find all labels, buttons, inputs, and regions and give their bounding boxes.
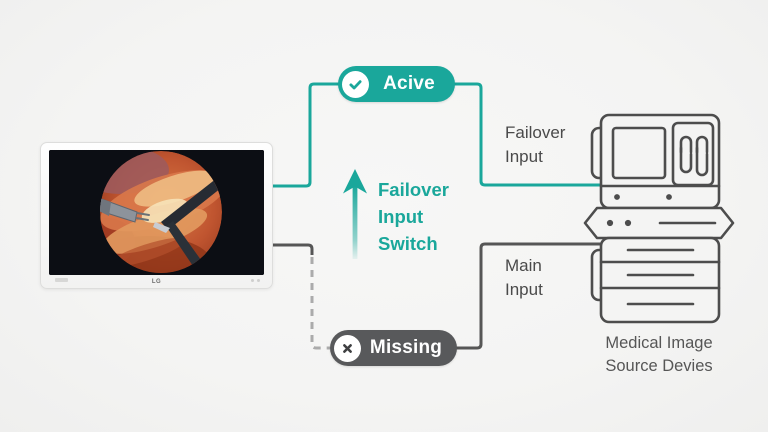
dark-connector-missing-to-device xyxy=(455,242,601,350)
monitor-control-buttons xyxy=(251,279,260,282)
missing-status-badge: Missing xyxy=(330,330,457,366)
grasper-instrument xyxy=(100,197,150,223)
teal-connector-monitor-to-active xyxy=(273,82,340,188)
bezel-label-mark xyxy=(55,278,68,282)
main-input-label: Main Input xyxy=(505,256,543,299)
teal-connector-active-to-device xyxy=(453,82,601,187)
dashed-connector-to-missing xyxy=(310,257,330,350)
monitor-screen xyxy=(49,150,264,275)
check-icon xyxy=(342,70,369,98)
x-icon xyxy=(334,334,361,362)
failover-input-label: Failover Input xyxy=(505,123,566,166)
monitor-brand-logo: LG xyxy=(151,279,162,285)
surgical-monitor: LG xyxy=(40,142,273,289)
dark-connector-monitor-stub xyxy=(273,243,314,255)
laparoscopic-image xyxy=(49,150,264,275)
active-status-badge: Acive xyxy=(338,66,455,102)
active-badge-label: Acive xyxy=(383,72,435,94)
failover-switch-label: Failover Input Switch xyxy=(378,179,449,254)
up-arrow-icon xyxy=(342,168,368,260)
missing-badge-label: Missing xyxy=(369,336,443,358)
device-caption: Medical Image Source Devies xyxy=(605,334,713,375)
scissors-instrument xyxy=(153,178,221,272)
medical-source-device xyxy=(583,110,735,325)
